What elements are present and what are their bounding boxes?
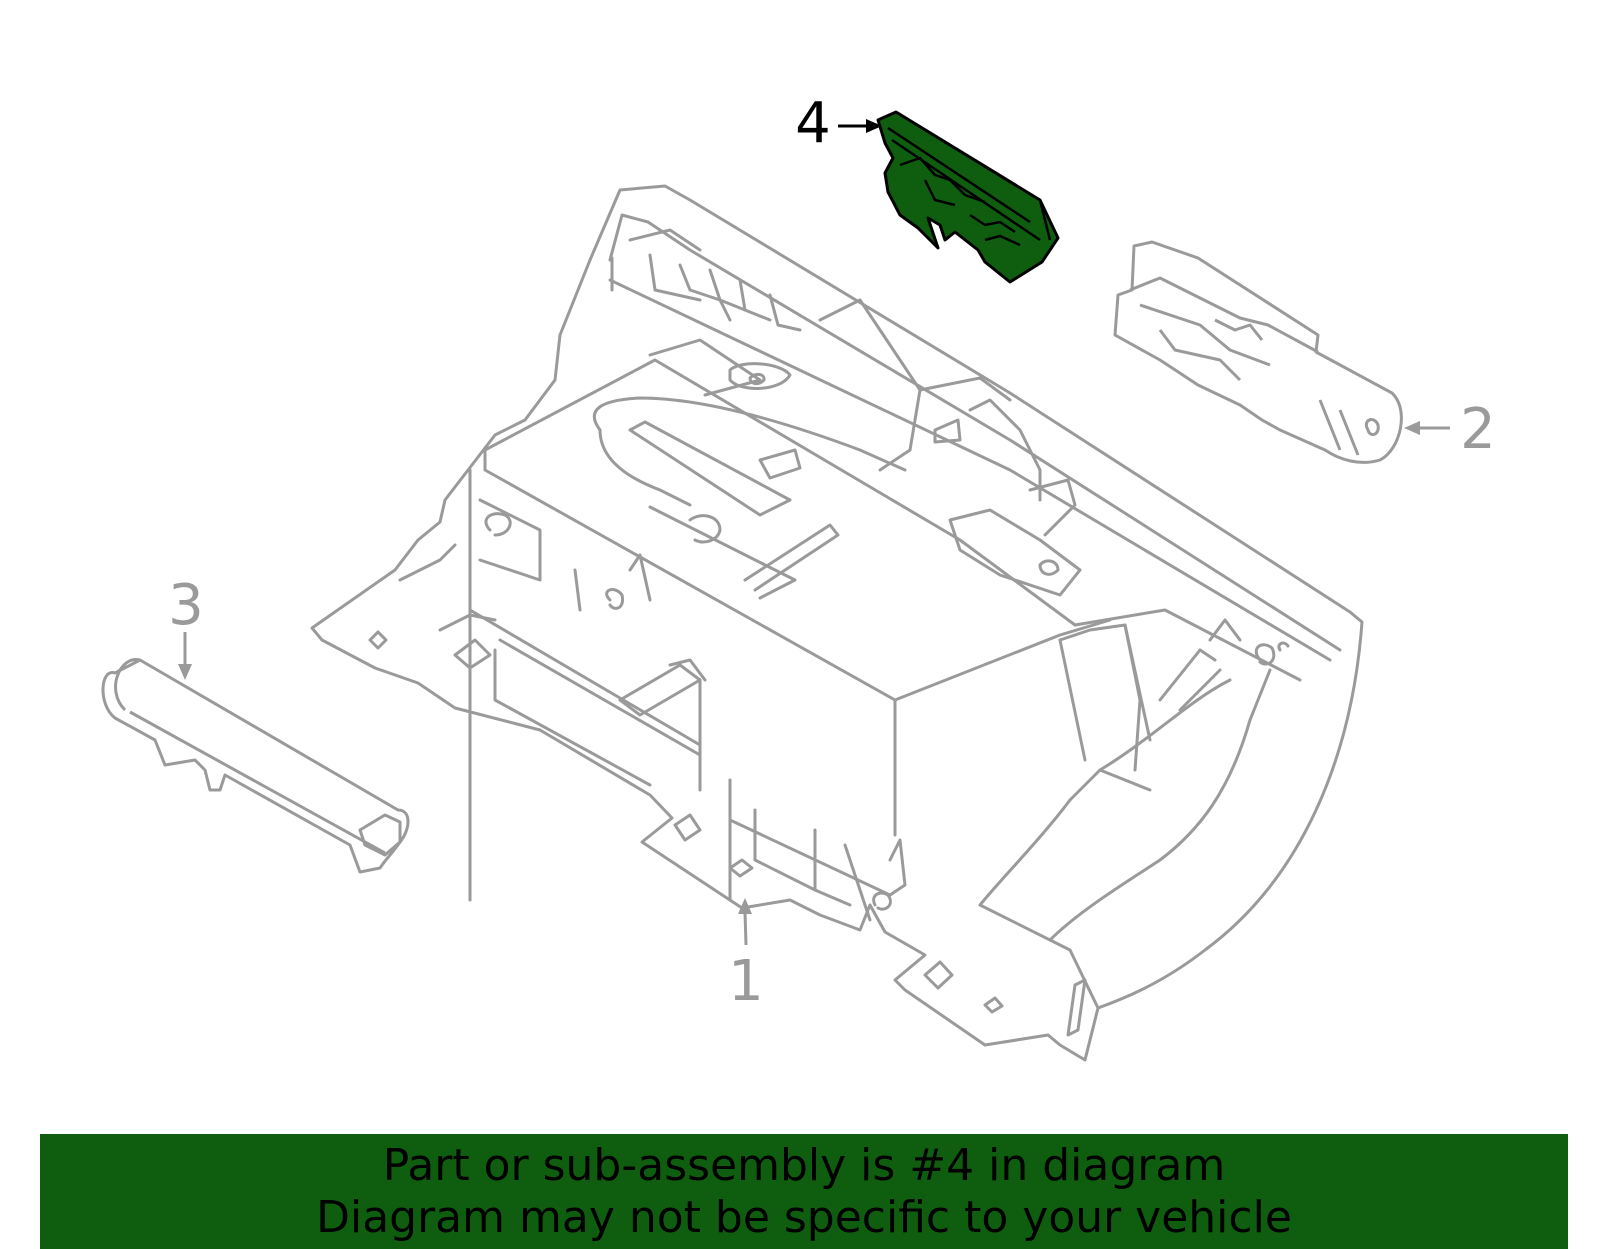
info-banner: Part or sub-assembly is #4 in diagram Di… bbox=[40, 1134, 1568, 1249]
callout-leaders bbox=[178, 119, 1450, 946]
callout-1-label: 1 bbox=[728, 949, 764, 1014]
banner-line-part-number: Part or sub-assembly is #4 in diagram bbox=[382, 1139, 1226, 1191]
callout-2-leader bbox=[1404, 421, 1450, 435]
callout-1-leader bbox=[738, 898, 752, 946]
part-2-bracket bbox=[1113, 240, 1403, 464]
parts-diagram: 1 2 3 4 bbox=[101, 91, 1496, 1062]
callout-3-label: 3 bbox=[168, 573, 204, 638]
banner-line-disclaimer: Diagram may not be specific to your vehi… bbox=[316, 1191, 1292, 1243]
part-4-highlighted-bracket bbox=[876, 110, 1060, 284]
part-3-trim-rod bbox=[101, 658, 410, 874]
callout-2-label: 2 bbox=[1460, 397, 1496, 462]
part-1-glove-box-assembly bbox=[310, 184, 1364, 1062]
callout-4-label: 4 bbox=[795, 91, 831, 156]
callout-3-leader bbox=[178, 632, 192, 680]
callout-4-leader bbox=[838, 119, 882, 133]
